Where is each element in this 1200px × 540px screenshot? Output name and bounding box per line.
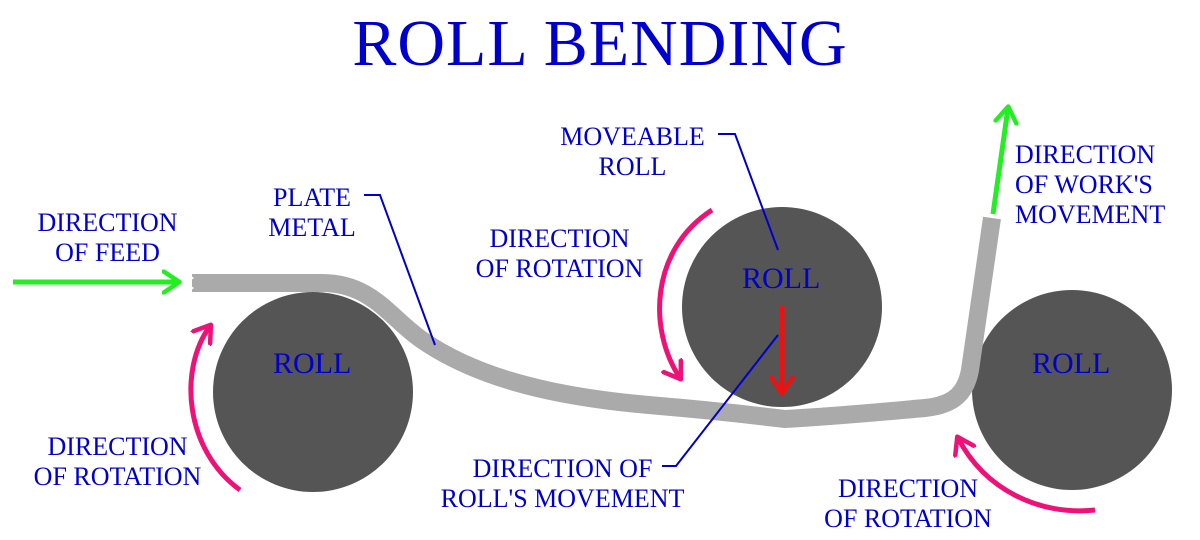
rolls-movement-leader — [662, 334, 779, 467]
moveable-roll-label: MOVEABLE ROLL — [560, 122, 705, 181]
rolls-movement-label: DIRECTION OF ROLL'S MOVEMENT — [440, 454, 685, 513]
plate-metal-leader — [364, 194, 436, 346]
rotation-label-middle: DIRECTION OF ROTATION — [475, 224, 644, 283]
left-roll-label: ROLL — [273, 347, 352, 380]
middle-roll-label: ROLL — [742, 262, 821, 295]
left-rotation-arrow — [188, 326, 242, 493]
rotation-label-left: DIRECTION OF ROTATION — [33, 432, 202, 491]
plate-cut-edge — [186, 272, 194, 294]
direction-of-feed-label: DIRECTION OF FEED — [37, 208, 178, 267]
right-rotation-arrow — [958, 438, 1096, 514]
left-roll — [213, 292, 413, 492]
middle-rotation-arrow — [657, 207, 714, 378]
work-movement-arrow — [990, 108, 1008, 215]
plate-metal — [192, 216, 1001, 429]
right-roll — [972, 290, 1172, 490]
right-roll-label: ROLL — [1032, 347, 1111, 380]
plate-metal-label: PLATE METAL — [268, 183, 356, 242]
diagram-title: ROLL BENDING — [352, 7, 848, 80]
moveable-roll-leader — [718, 133, 779, 251]
rotation-label-right: DIRECTION OF ROTATION — [824, 474, 992, 533]
works-movement-label: DIRECTION OF WORK'S MOVEMENT — [1015, 140, 1166, 229]
